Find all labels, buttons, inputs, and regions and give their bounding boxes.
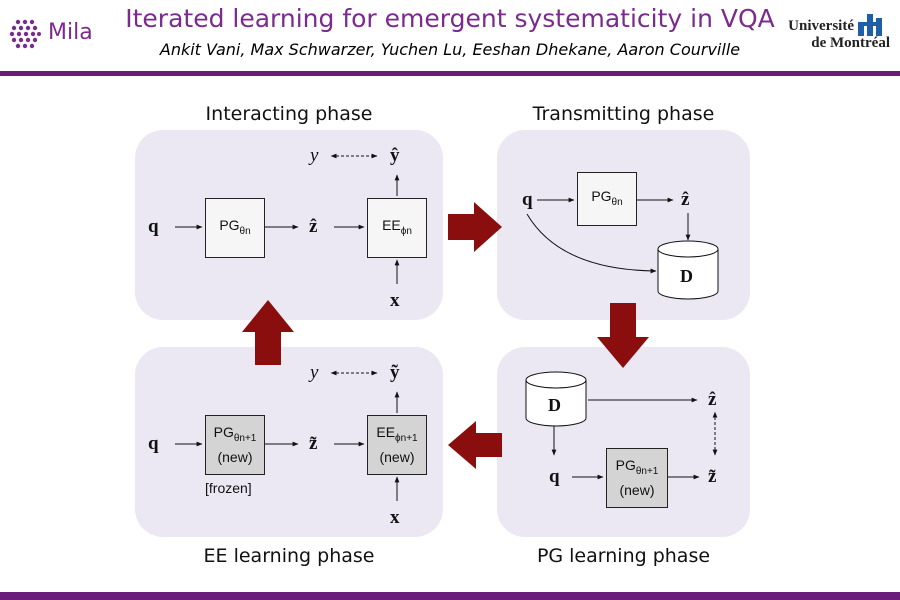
database-cylinder-transmit	[657, 249, 719, 300]
udem-line1: Université	[788, 18, 854, 34]
label-transmitting-phase: Transmitting phase	[532, 103, 715, 125]
phase-arrow-left	[448, 421, 502, 469]
interacting-q: q	[148, 216, 159, 237]
interacting-x: x	[390, 290, 400, 311]
eelearn-pg-sub: θn+1	[233, 432, 257, 444]
edge-tq-to-d	[526, 213, 657, 274]
eelearn-y: y	[310, 362, 319, 383]
eelearn-ee-new: (new)	[379, 448, 415, 465]
eelearn-ee-sub: ϕn+1	[395, 432, 418, 444]
label-ee-learning-phase: EE learning phase	[203, 545, 375, 567]
eelearn-ee-box: EEϕn+1 (new)	[367, 415, 427, 475]
mila-logo-text: Mila	[48, 20, 93, 45]
phase-arrow-down	[597, 303, 649, 368]
transmitting-z-hat: ẑ	[681, 189, 690, 210]
eelearn-ee-name: EE	[376, 424, 396, 441]
mila-dots-icon	[9, 19, 41, 49]
udem-logo: Université de Montréal	[765, 12, 890, 56]
transmitting-dataset-label: D	[680, 266, 693, 286]
eelearn-q: q	[148, 433, 159, 454]
interacting-y-hat: ŷ	[390, 145, 400, 166]
interacting-pg-sub: θn	[239, 225, 251, 237]
pglearn-pg-name: PG	[615, 457, 636, 474]
interacting-y: y	[310, 145, 319, 166]
pglearn-pg-sub: θn+1	[635, 465, 659, 477]
label-pg-learning-phase: PG learning phase	[536, 545, 711, 567]
mila-logo: Mila	[8, 16, 108, 50]
pglearn-z-hat: ẑ	[708, 389, 717, 410]
eelearn-frozen-note: [frozen]	[205, 480, 252, 496]
pglearn-z-tilde: z̃	[708, 466, 717, 487]
phase-arrow-up	[242, 300, 294, 365]
eelearn-pg-box: PGθn+1 (new)	[205, 415, 265, 475]
pglearn-pg-box: PGθn+1 (new)	[606, 448, 668, 508]
eelearn-x: x	[390, 507, 400, 528]
interacting-ee-sub: ϕn	[400, 225, 412, 237]
database-cylinder-transmit-top	[657, 240, 719, 258]
pglearn-q: q	[549, 466, 560, 487]
transmitting-pg-box: PGθn	[577, 172, 637, 226]
udem-line2: de Montréal	[811, 35, 890, 51]
authors: Ankit Vani, Max Schwarzer, Yuchen Lu, Ee…	[159, 40, 741, 59]
interacting-ee-box: EEϕn	[367, 198, 427, 258]
header-rule	[0, 71, 900, 76]
interacting-pg-name: PG	[219, 216, 240, 233]
database-cylinder-pglearn-top	[525, 371, 587, 389]
eelearn-pg-name: PG	[213, 424, 234, 441]
footer-rule	[0, 592, 900, 600]
pglearn-pg-new: (new)	[619, 481, 655, 498]
page-title: Iterated learning for emergent systemati…	[125, 4, 775, 33]
udem-mark-icon	[858, 14, 882, 36]
header: Mila Iterated learning for emergent syst…	[0, 0, 900, 72]
eelearn-y-tilde: ỹ	[390, 362, 400, 383]
phase-arrow-right	[448, 202, 502, 252]
interacting-ee-name: EE	[382, 216, 401, 233]
transmitting-q: q	[522, 189, 533, 210]
transmitting-pg-sub: θn	[611, 196, 623, 208]
interacting-z-hat: ẑ	[309, 216, 318, 237]
pglearn-dataset-label: D	[548, 395, 561, 415]
interacting-pg-box: PGθn	[205, 198, 265, 258]
label-interacting-phase: Interacting phase	[205, 103, 373, 125]
eelearn-pg-new: (new)	[217, 448, 253, 465]
database-cylinder-pglearn	[525, 380, 587, 427]
eelearn-z-tilde: z̃	[309, 433, 318, 454]
transmitting-pg-name: PG	[591, 187, 612, 204]
